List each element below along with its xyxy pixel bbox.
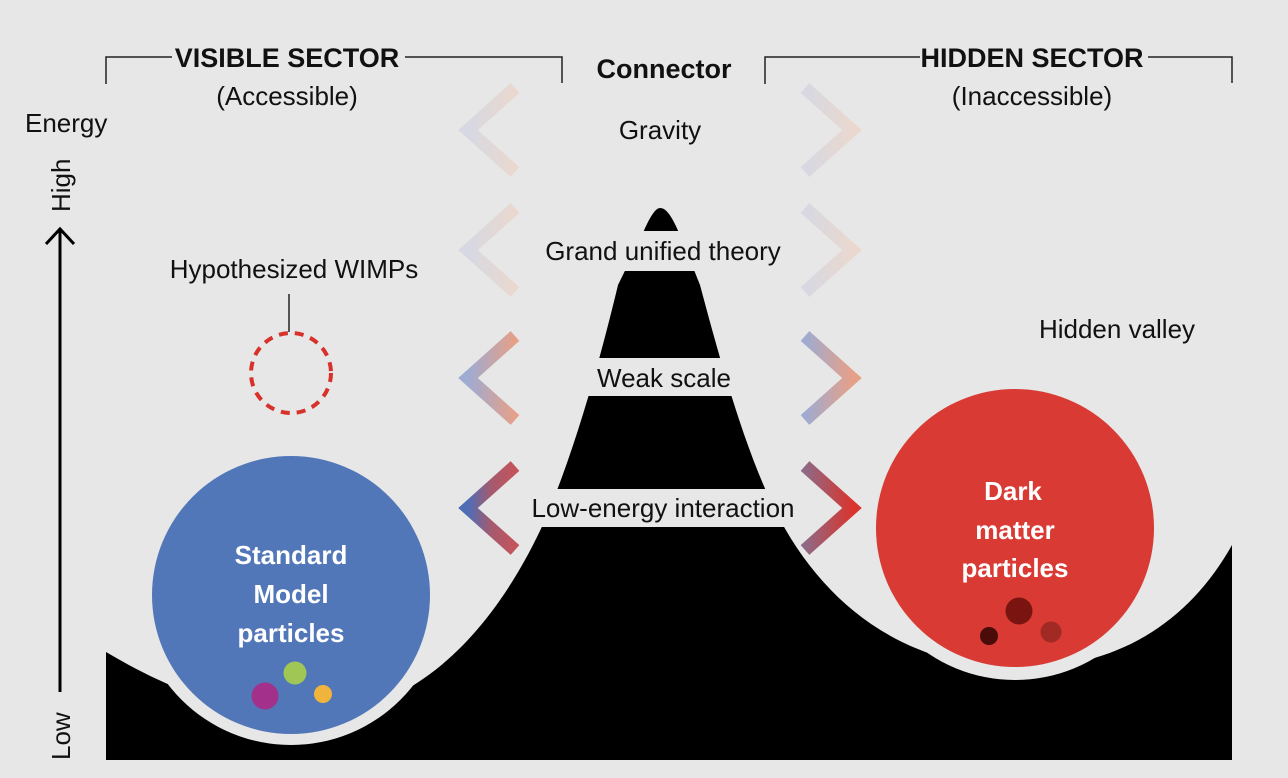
energy-axis-title: Energy [25,108,107,138]
band-gap-gut [520,231,800,271]
arrow-weak-right [748,331,862,425]
hidden-bracket-left [764,56,920,84]
interaction-label-gut: Grand unified theory [545,236,781,266]
energy-axis-low: Low [46,712,76,760]
sm-label-line1: Standard [235,540,348,570]
hidden-sector-subtitle: (Inaccessible) [952,81,1112,111]
interaction-label-gravity: Gravity [619,115,701,145]
arrow-gut-right [800,203,862,297]
arrow-gravity-left [458,83,603,177]
energy-axis-arrowhead [44,226,76,246]
arrow-low-left [458,461,520,555]
sm-label-line2: Model [253,579,328,609]
connector-title: Connector [597,54,732,84]
interaction-label-weak: Weak scale [597,363,731,393]
band-gap-weak [560,358,760,396]
arrow-gravity-right [716,83,862,177]
hidden-valley-label: Hidden valley [1039,314,1195,344]
sm-label-line3: particles [238,618,345,648]
visible-bracket-right [405,56,563,83]
dm-particle-darkest [980,627,998,645]
visible-bracket-left [105,56,172,84]
dm-label-line2: matter [975,515,1054,545]
arrow-gut-left [458,203,528,297]
sm-particle-magenta [251,682,279,710]
dm-particle-dark [1005,597,1033,625]
standard-model-bubble [152,456,430,734]
energy-landscape [106,208,1232,760]
hidden-bracket-right [1148,56,1233,83]
sm-particle-orange [314,685,332,703]
visible-sector-title: VISIBLE SECTOR [175,43,400,73]
wimps-dashed-circle [249,331,333,415]
dark-matter-bubble [876,389,1154,667]
band-gap-low [510,489,830,527]
visible-sector-subtitle: (Accessible) [216,81,358,111]
arrow-low-right [800,461,862,555]
arrow-weak-left [458,331,582,425]
wimps-label: Hypothesized WIMPs [170,254,419,284]
energy-axis-high: High [46,159,76,212]
sm-particle-green [283,661,307,685]
dm-label-line1: Dark [984,476,1042,506]
hidden-sector-title: HIDDEN SECTOR [920,43,1143,73]
dm-particle-medium [1040,621,1062,643]
interaction-label-low: Low-energy interaction [531,493,794,523]
dm-label-line3: particles [962,553,1069,583]
